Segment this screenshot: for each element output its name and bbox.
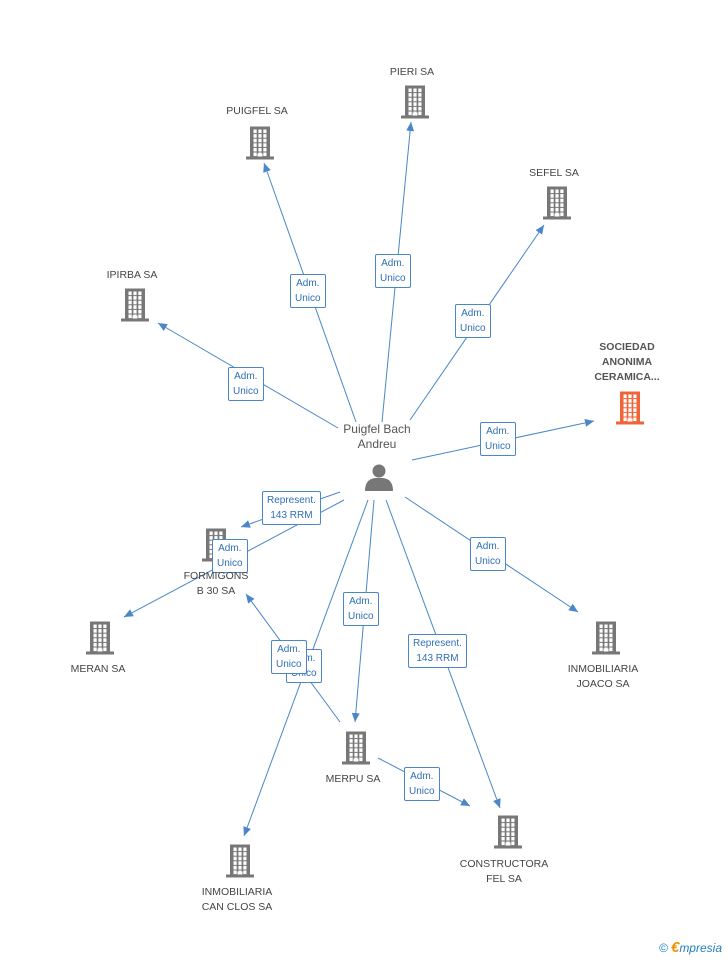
building-icon-constructora[interactable] [494,815,522,849]
building-icon-sefel[interactable] [543,186,571,220]
building-icon-pieri[interactable] [401,85,429,119]
building-icon-puigfel[interactable] [246,126,274,160]
company-label-formigons[interactable]: FORMIGONS B 30 SA [183,570,249,597]
company-label-sefel[interactable]: SEFEL SA [529,167,579,179]
edge-label-person-meran[interactable]: Adm. Unico [212,539,248,573]
building-icon-merpu[interactable] [342,731,370,765]
company-label-pieri[interactable]: PIERI SA [389,66,435,78]
company-label-ipirba[interactable]: IPIRBA SA [106,269,158,281]
edge-label-person-sociedad[interactable]: Adm. Unico [480,422,516,456]
company-label-meran[interactable]: MERAN SA [70,663,126,675]
brand-logo-initial: € [670,939,680,956]
edge-label-person-sefel[interactable]: Adm. Unico [455,304,491,338]
edge-label-person-canclos[interactable]: Adm. Unico [271,640,307,674]
edge-label-person-merpu[interactable]: Adm. Unico [343,592,379,626]
person-label[interactable]: Puigfel Bach Andreu [343,422,411,451]
building-icon-meran[interactable] [86,621,114,655]
person-icon[interactable] [365,464,393,492]
company-label-canclos[interactable]: INMOBILIARIA CAN CLOS SA [201,886,273,913]
company-label-sociedad[interactable]: SOCIEDAD ANONIMA CERAMICA... [594,341,660,383]
edge-label-merpu-constructora[interactable]: Adm. Unico [404,767,440,801]
edge-label-person-constructora[interactable]: Represent. 143 RRM [408,634,467,668]
edge-label-person-pieri[interactable]: Adm. Unico [375,254,411,288]
company-label-merpu[interactable]: MERPU SA [325,773,381,785]
building-icon-joaco[interactable] [592,621,620,655]
edge-label-person-formigons[interactable]: Represent. 143 RRM [262,491,321,525]
company-label-puigfel[interactable]: PUIGFEL SA [226,105,288,117]
edge-label-person-ipirba[interactable]: Adm. Unico [228,367,264,401]
building-icon-sociedad[interactable] [616,391,644,425]
building-icon-canclos[interactable] [226,844,254,878]
building-icon-ipirba[interactable] [121,288,149,322]
company-label-constructora[interactable]: CONSTRUCTORA FEL SA [459,858,549,885]
company-label-joaco[interactable]: INMOBILIARIA JOACO SA [567,663,639,690]
brand-name: mpresia [679,941,722,955]
brand-footer: ©€mpresia [659,939,722,956]
copyright-icon: © [659,941,668,955]
edge-label-person-puigfel[interactable]: Adm. Unico [290,274,326,308]
edge-label-person-joaco[interactable]: Adm. Unico [470,537,506,571]
